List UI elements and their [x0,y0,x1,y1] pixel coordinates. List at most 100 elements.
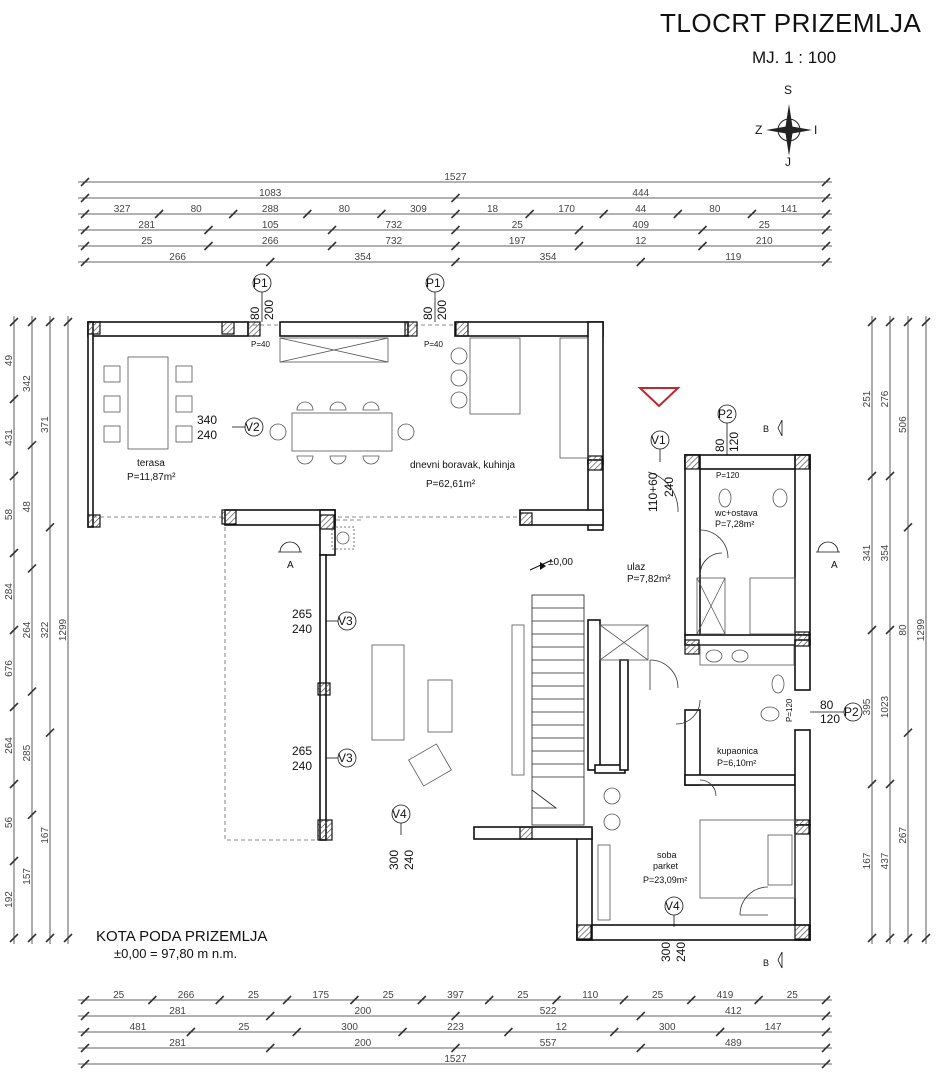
dimension-bottom-3-1: 200 [355,1038,372,1049]
dimension-right-2-2: 267 [898,827,909,844]
dimension-left-2-2: 167 [40,827,51,844]
opening-v2-w: 340 [197,413,217,427]
terrace-furniture [103,356,193,450]
dimension-bottom-3-2: 557 [540,1038,557,1049]
dimension-right-1-3: 437 [880,852,891,869]
dimension-top-3-4: 409 [632,220,649,231]
opening-v2-tag: V2 [245,420,260,434]
room-boravak-name: dnevni boravak, kuhinja [410,460,516,471]
door-swings [647,471,769,916]
opening-v4b-h: 240 [674,942,688,962]
dimension-top-2-0: 327 [114,204,131,215]
dimension-left-2-0: 371 [40,416,51,433]
opening-v3b-tag: V3 [338,751,353,765]
dimension-top-4-0: 25 [141,236,153,247]
room-ulaz-area: P=7,82m² [627,574,671,585]
floor-level-label: KOTA PODA PRIZEMLJA [96,928,268,945]
dimension-right-0-3: 167 [862,852,873,869]
dimension-top-4-1: 266 [262,236,279,247]
dimension-top-2-1: 80 [191,204,203,215]
opening-v4b-tag: V4 [665,899,680,913]
dimension-lines [9,177,931,1069]
opening-v4b-w: 300 [659,942,673,962]
dimension-bottom-2-6: 147 [765,1022,782,1033]
dimension-left-1-2: 264 [22,621,33,638]
dimension-left-0-5: 264 [4,737,15,754]
dimension-top-5-2: 354 [540,252,557,263]
dimension-top-5-0: 266 [169,252,186,263]
compass-i: I [814,123,817,137]
dimension-top-4-2: 732 [385,236,402,247]
dimension-bottom-0-4: 25 [383,990,395,1001]
dimension-left-2-1: 322 [40,621,51,638]
dimension-top-0-0: 1527 [444,172,467,183]
dimension-right-0-0: 251 [862,390,873,407]
opening-v3b-w: 265 [292,744,312,758]
plan-title: TLOCRT PRIZEMLJA [660,8,922,38]
opening-labels: P1 P1 P2 P2 V1 V2 V3 V3 V4 V4 80 200 80 … [197,276,859,962]
north-arrow-icon: S Z I J [755,83,817,169]
dimension-bottom-0-9: 419 [717,990,734,1001]
dimension-bottom-0-7: 110 [582,990,598,1001]
dimension-bottom-1-1: 200 [355,1006,372,1017]
room-kupaonica-name: kupaonica [717,746,758,756]
opening-v1-w: 110+60 [646,472,660,512]
dimension-top-3-0: 281 [138,220,155,231]
room-soba-floor: parket [653,861,679,871]
room-labels: terasa P=11,87m² dnevni boravak, kuhinja… [127,458,758,885]
columns [87,321,810,940]
dimension-bottom-1-2: 522 [540,1006,557,1017]
opening-p1b-sill: P=40 [424,340,443,349]
dimension-bottom-1-3: 412 [725,1006,742,1017]
opening-p1b-tag: P1 [426,276,441,290]
dimension-bottom-0-1: 266 [178,990,195,1001]
dimension-bottom-3-0: 281 [169,1038,186,1049]
dimension-top-2-2: 288 [262,204,279,215]
dimension-top-2-5: 18 [487,204,499,215]
dimension-left-0-2: 58 [4,509,15,521]
opening-v4a-tag: V4 [392,807,407,821]
walls [87,321,811,941]
dimension-left-3-0: 1299 [58,618,69,641]
dimension-bottom-2-0: 481 [130,1022,147,1033]
dimension-right-1-1: 354 [880,544,891,561]
dimension-top-4-5: 210 [756,236,773,247]
dimension-bottom-0-2: 25 [248,990,260,1001]
dimension-right-0-1: 341 [862,544,873,561]
dimension-bottom-0-5: 397 [447,990,464,1001]
dimension-top-2-9: 141 [781,204,798,215]
dimension-top-2-6: 170 [558,204,575,215]
room-ulaz-name: ulaz [627,562,645,573]
svg-text:±0,00: ±0,00 [548,557,573,568]
dimension-left-0-6: 56 [4,817,15,829]
dimension-right-2-1: 80 [898,624,909,636]
opening-p1a-sill: P=40 [251,340,270,349]
dimension-top-2-8: 80 [709,204,721,215]
dimension-top-3-1: 105 [262,220,279,231]
dimension-left-0-0: 49 [4,355,15,367]
room-wc-area: P=7,28m² [715,519,754,529]
level-marker: ±0,00 [529,557,573,571]
opening-v4a-w: 300 [387,850,401,870]
floor-level-value: ±0,00 = 97,80 m n.m. [114,946,238,961]
opening-v3b-h: 240 [292,759,312,773]
compass-z: Z [755,123,762,137]
dimension-right-1-0: 276 [880,390,891,407]
dimension-right-1-2: 1023 [880,695,891,718]
room-terasa-area: P=11,87m² [127,472,176,483]
dimension-top-1-0: 1083 [259,188,282,199]
opening-v1-tag: V1 [651,433,666,447]
dimension-top-3-5: 25 [759,220,771,231]
opening-tags [232,273,863,927]
room-wc-name: wc+ostava [714,508,758,518]
opening-p2b-w: 80 [820,698,834,712]
opening-p2a-tag: P2 [718,407,733,421]
dimension-right-0-2: 395 [862,698,873,715]
staircase [531,594,585,826]
compass-s: S [784,83,792,97]
dimension-right-3-0: 1299 [916,618,927,641]
room-soba-area: P=23,09m² [643,875,687,885]
section-a-right: A [831,560,838,571]
opening-p1a-w: 80 [248,306,262,320]
opening-v3a-h: 240 [292,622,312,636]
